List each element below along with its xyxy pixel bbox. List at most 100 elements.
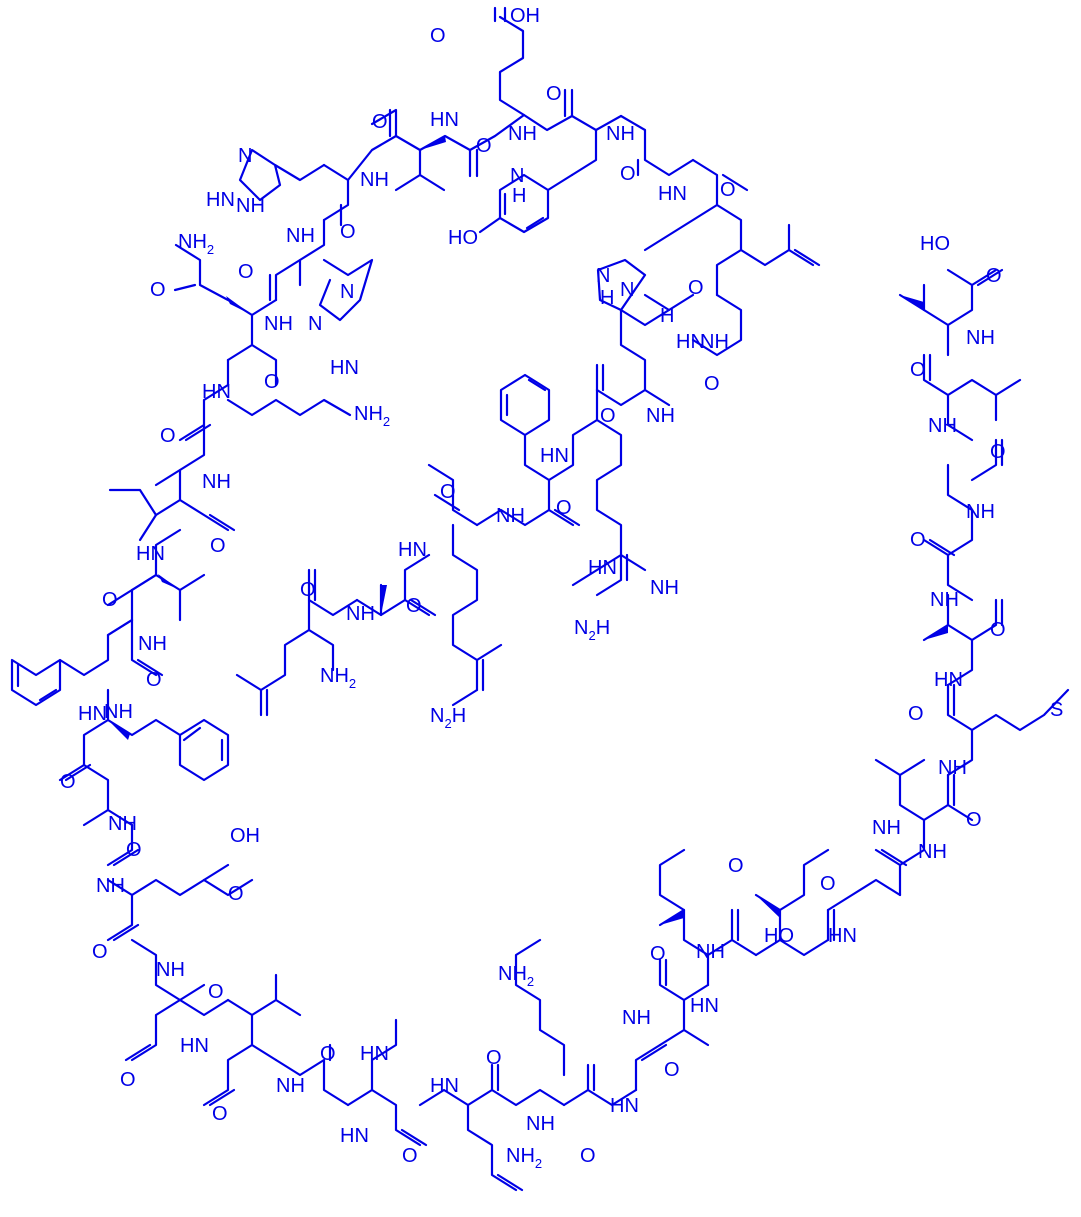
atom-label: O xyxy=(340,221,356,243)
atom-label: O xyxy=(580,1145,596,1167)
atom-label: O xyxy=(406,595,422,617)
atom-label: NH xyxy=(508,123,537,145)
atom-label: HN xyxy=(78,703,107,725)
atom-label: HN xyxy=(430,109,459,131)
atom-label: H xyxy=(660,305,674,327)
atom-label: NH xyxy=(646,405,675,427)
amine-label: N2H xyxy=(574,617,610,643)
atom-label: O xyxy=(210,535,226,557)
atom-label: O xyxy=(990,619,1006,641)
atom-label: NH xyxy=(264,313,293,335)
atom-label: O xyxy=(300,579,316,601)
atom-label: O xyxy=(92,941,108,963)
atom-label: O xyxy=(966,809,982,831)
atom-label: NH xyxy=(918,841,947,863)
amine-label: NH2 xyxy=(178,231,214,257)
atom-label: O xyxy=(320,1043,336,1065)
atom-label: O xyxy=(208,981,224,1003)
atom-label: HN xyxy=(676,331,705,353)
atom-label: NH xyxy=(622,1007,651,1029)
atom-label: O xyxy=(910,529,926,551)
atom-labels: OH O N H HN O NH O NH HO O NH O HN O NH … xyxy=(60,5,1063,1171)
atom-label: NH xyxy=(236,195,265,217)
atom-label: O xyxy=(476,135,492,157)
atom-label: OH xyxy=(510,5,540,27)
atom-label: O xyxy=(150,279,166,301)
atom-label: HN xyxy=(398,539,427,561)
atom-label: HN xyxy=(540,445,569,467)
atom-label: HO xyxy=(920,233,950,255)
atom-label: NH xyxy=(276,1075,305,1097)
atom-label: NH xyxy=(872,817,901,839)
atom-label: NH xyxy=(928,415,957,437)
atom-label: O xyxy=(486,1047,502,1069)
atom-label: N xyxy=(340,281,354,303)
atom-label: NH xyxy=(966,327,995,349)
atom-label: NH xyxy=(938,757,967,779)
atom-label: O xyxy=(440,481,456,503)
atom-label: NH xyxy=(108,813,137,835)
atom-label: H xyxy=(512,185,526,207)
atom-label: N xyxy=(596,265,610,287)
atom-label: NH xyxy=(360,169,389,191)
atom-label: O xyxy=(430,25,446,47)
amine-label: NH2 xyxy=(354,403,390,429)
atom-label: O xyxy=(228,883,244,905)
atom-label: N xyxy=(510,165,524,187)
atom-label: NH xyxy=(138,633,167,655)
atom-label: O xyxy=(720,179,736,201)
atom-label: NH xyxy=(346,603,375,625)
amine-label: N2H xyxy=(430,705,466,731)
atom-label: O xyxy=(372,111,388,133)
atom-label: O xyxy=(908,703,924,725)
amine-label: NH2 xyxy=(320,665,356,691)
atom-label: HN xyxy=(430,1075,459,1097)
atom-label: O xyxy=(990,441,1006,463)
atom-label: NH xyxy=(156,959,185,981)
atom-label: NH xyxy=(966,501,995,523)
atom-label: O xyxy=(160,425,176,447)
atom-label: NH xyxy=(650,577,679,599)
atom-label: HO xyxy=(764,925,794,947)
atom-label: HN xyxy=(934,669,963,691)
atom-label: O xyxy=(120,1069,136,1091)
atom-label: HN xyxy=(658,183,687,205)
atom-label: HN xyxy=(610,1095,639,1117)
atom-label: O xyxy=(212,1103,228,1125)
atom-label: O xyxy=(704,373,720,395)
atom-label: O xyxy=(102,589,118,611)
atom-label: S xyxy=(1050,699,1063,721)
atom-label: O xyxy=(600,405,616,427)
atom-label: NH xyxy=(930,589,959,611)
atom-label: O xyxy=(264,371,280,393)
atom-label: N xyxy=(238,145,252,167)
atom-label: O xyxy=(60,771,76,793)
atom-label: OH xyxy=(230,825,260,847)
atom-label: O xyxy=(402,1145,418,1167)
atom-label: NH xyxy=(96,875,125,897)
atom-label: N xyxy=(620,279,634,301)
atom-label: HN xyxy=(360,1043,389,1065)
atom-label: NH xyxy=(202,471,231,493)
amine-label: NH2 xyxy=(498,963,534,989)
stereo-wedges xyxy=(108,136,948,925)
atom-label: O xyxy=(238,261,254,283)
atom-label: N xyxy=(308,313,322,335)
atom-label: O xyxy=(910,359,926,381)
atom-label: HN xyxy=(588,557,617,579)
atom-label: NH xyxy=(700,331,729,353)
atom-label: O xyxy=(986,265,1002,287)
atom-label: NH xyxy=(496,505,525,527)
atom-label: O xyxy=(820,873,836,895)
atom-label: NH xyxy=(696,941,725,963)
atom-label: O xyxy=(650,943,666,965)
atom-label: HN xyxy=(330,357,359,379)
atom-label: NH xyxy=(104,701,133,723)
bonds xyxy=(10,6,1070,1192)
atom-label: HN xyxy=(206,189,235,211)
atom-label: HN xyxy=(340,1125,369,1147)
atom-label: NH xyxy=(606,123,635,145)
atom-label: HN xyxy=(828,925,857,947)
